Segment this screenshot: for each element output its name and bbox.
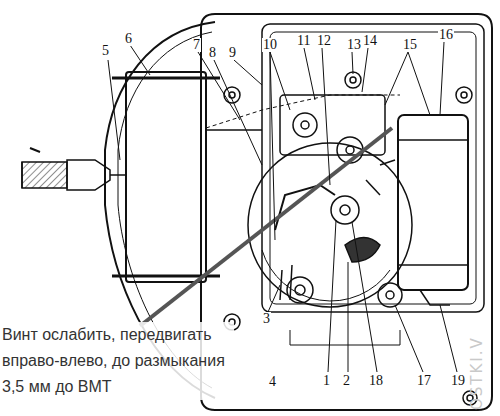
callout-number: 3 [262, 312, 271, 326]
callout-number: 10 [262, 38, 278, 52]
callout-number: 14 [362, 34, 378, 48]
callout-number: 1 [322, 374, 331, 388]
callout-number: 12 [316, 34, 332, 48]
callout-number: 11 [296, 34, 311, 48]
corner-screws [224, 87, 477, 405]
callout-number: 6 [124, 32, 133, 46]
cable [22, 148, 126, 190]
callout-number: 9 [228, 46, 237, 60]
inner-frame [262, 24, 484, 312]
callout-number: 19 [450, 374, 466, 388]
condenser-16 [398, 115, 468, 305]
breaker-plate [248, 72, 412, 345]
callout-number: 18 [368, 374, 384, 388]
callout-number: 13 [346, 38, 362, 52]
callout-number: 5 [101, 44, 110, 58]
inner-frame-2 [270, 32, 476, 304]
callout-number: 15 [402, 38, 418, 52]
callout-number: 4 [268, 375, 277, 389]
callout-number: 2 [342, 374, 351, 388]
callout-number: 17 [416, 374, 432, 388]
callout-number: 7 [192, 38, 201, 52]
callout-number: 8 [208, 46, 217, 60]
condenser-body [112, 72, 262, 282]
base-plate [201, 14, 492, 410]
adjustment-note: Винт ослабить, передвигать вправо-влево,… [2, 322, 234, 400]
marker-line [140, 128, 392, 326]
watermark: OSTKI.V [468, 336, 486, 410]
callout-number: 16 [438, 28, 454, 42]
